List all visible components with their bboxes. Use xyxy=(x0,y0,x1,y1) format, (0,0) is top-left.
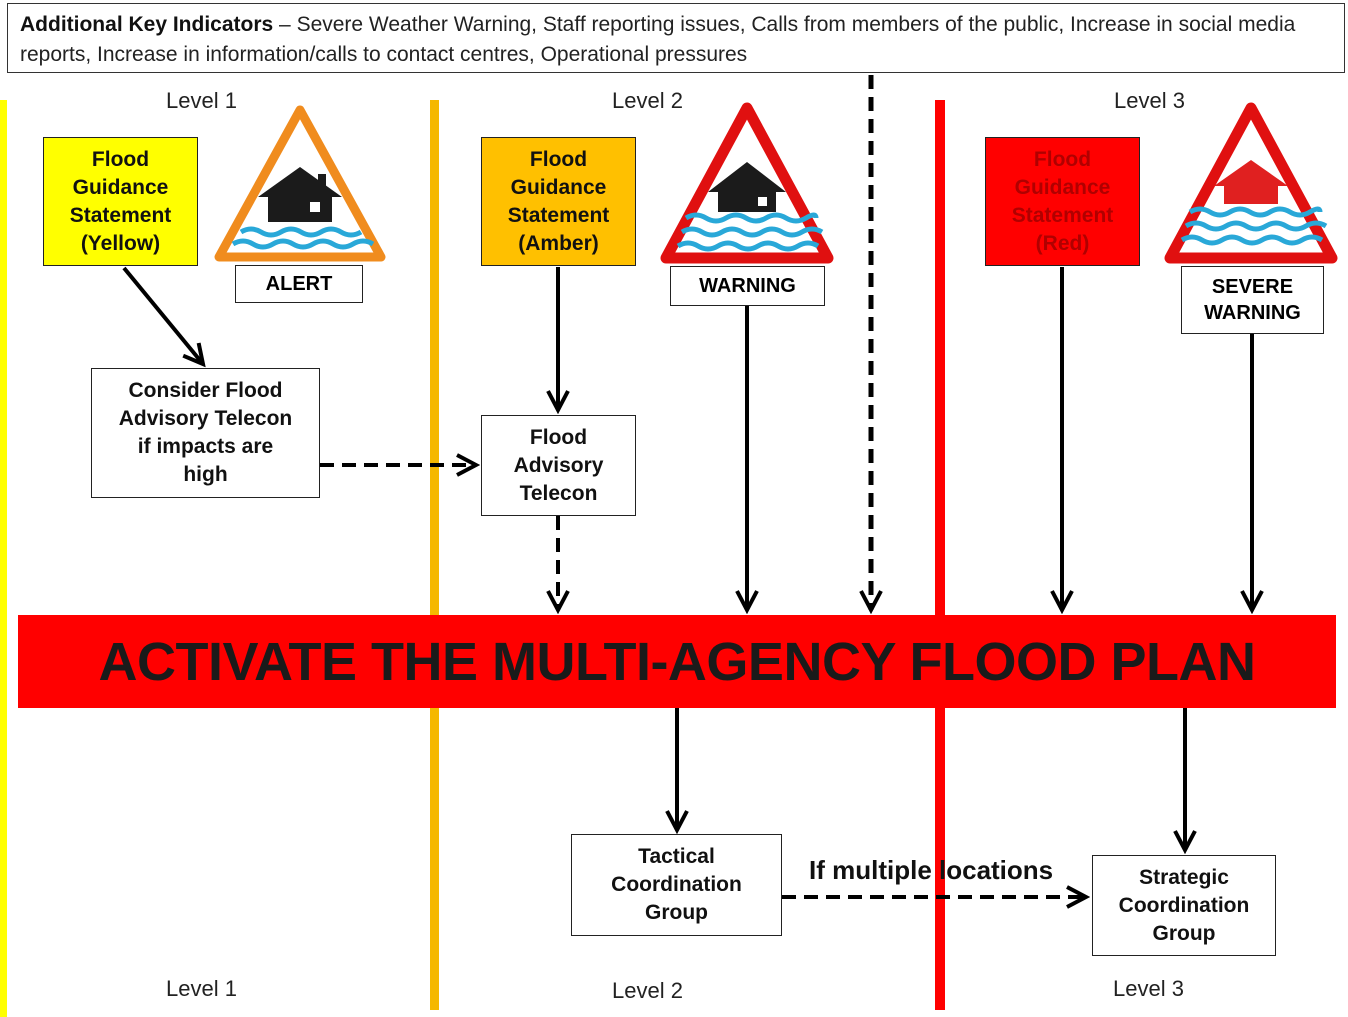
header-separator: – xyxy=(273,13,297,36)
activate-plan-text: ACTIVATE THE MULTI-AGENCY FLOOD PLAN xyxy=(98,631,1256,692)
key-indicators-header: Additional Key Indicators – Severe Weath… xyxy=(7,3,1345,73)
header-title: Additional Key Indicators xyxy=(20,13,274,36)
level-3-label-bottom: Level 3 xyxy=(1113,976,1184,1001)
level-3-label-top: Level 3 xyxy=(1114,88,1185,113)
level-2-divider-line xyxy=(430,100,439,1010)
fgs-amber-text: Flood Guidance Statement (Amber) xyxy=(507,147,610,255)
activate-plan-banner: ACTIVATE THE MULTI-AGENCY FLOOD PLAN xyxy=(18,615,1336,708)
severe-warning-label: SEVERE WARNING xyxy=(1181,266,1324,334)
level-2-label-bottom: Level 2 xyxy=(612,978,683,1003)
severe-flood-warning-icon xyxy=(1164,102,1338,264)
strategic-coordination-text: Strategic Coordination Group xyxy=(1118,865,1250,945)
level-1-divider-line xyxy=(0,100,7,1017)
strategic-coordination-box: Strategic Coordination Group xyxy=(1092,855,1276,956)
fgs-red-text: Flood Guidance Statement (Red) xyxy=(1011,147,1114,255)
level-1-label-bottom: Level 1 xyxy=(166,976,237,1001)
warning-label: WARNING xyxy=(670,266,825,306)
level-3-divider-line xyxy=(935,100,945,1010)
yellow-to-consider-arrow xyxy=(122,266,203,364)
tactical-coordination-text: Tactical Coordination Group xyxy=(611,845,742,924)
multiple-locations-annotation: If multiple locations xyxy=(809,855,1054,885)
fgs-yellow-box: Flood Guidance Statement (Yellow) xyxy=(43,137,198,266)
consider-telecon-text: Consider Flood Advisory Telecon if impac… xyxy=(118,379,293,486)
consider-telecon-box: Consider Flood Advisory Telecon if impac… xyxy=(91,368,320,498)
flood-advisory-telecon-text: Flood Advisory Telecon xyxy=(513,425,604,505)
fgs-yellow-text: Flood Guidance Statement (Yellow) xyxy=(69,147,172,255)
tactical-coordination-box: Tactical Coordination Group xyxy=(571,834,782,936)
level-1-label-top: Level 1 xyxy=(166,88,237,113)
fgs-red-box: Flood Guidance Statement (Red) xyxy=(985,137,1140,266)
flood-warning-icon xyxy=(660,102,834,264)
flood-alert-icon xyxy=(214,105,386,262)
alert-label: ALERT xyxy=(235,265,363,303)
level-2-label-top: Level 2 xyxy=(612,88,683,113)
flood-advisory-telecon-box: Flood Advisory Telecon xyxy=(481,415,636,516)
fgs-amber-box: Flood Guidance Statement (Amber) xyxy=(481,137,636,266)
header-text: Severe Weather Warning, Staff reporting … xyxy=(20,13,1296,66)
